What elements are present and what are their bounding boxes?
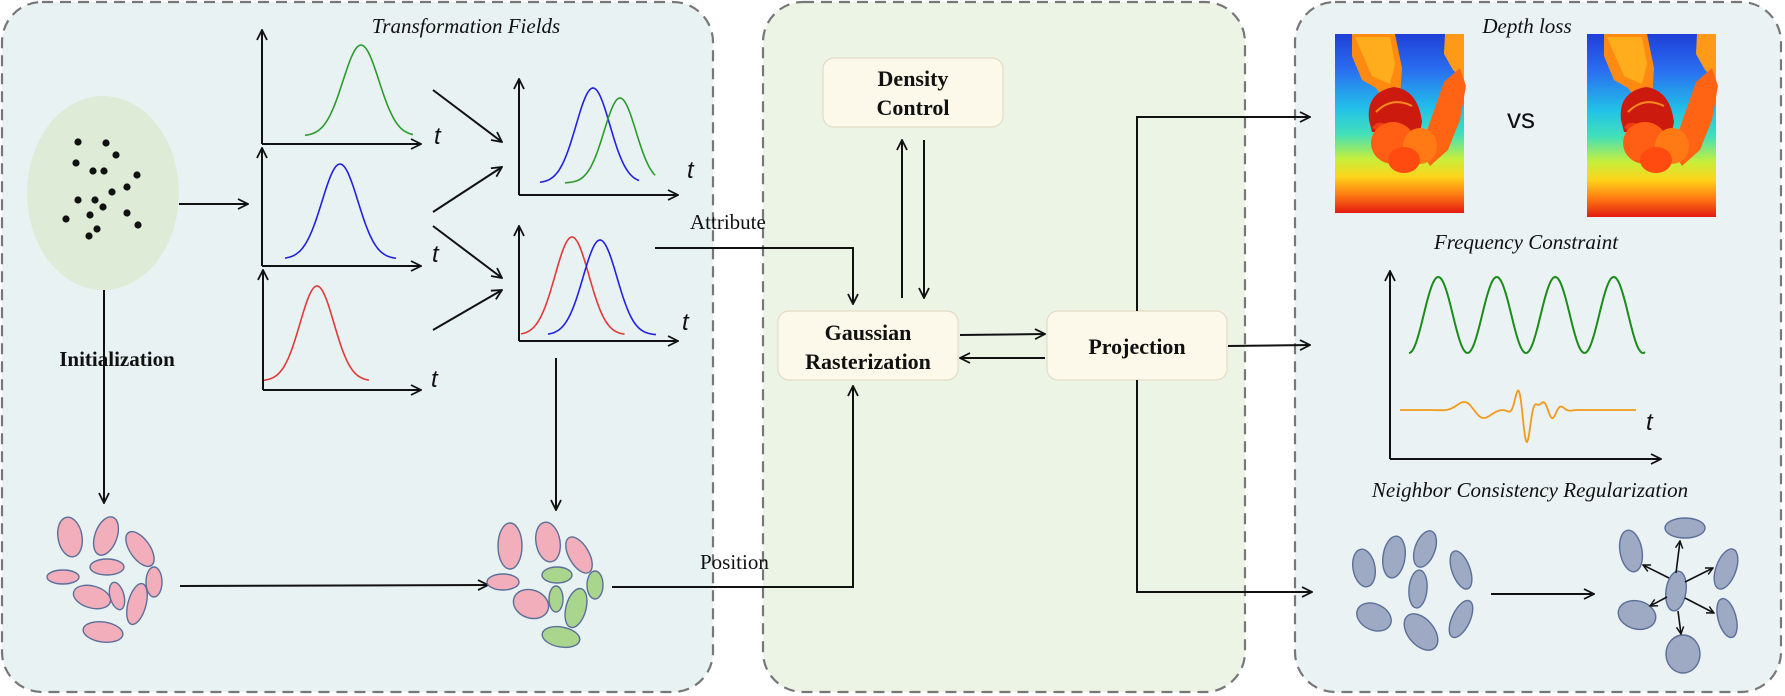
initialization-label: Initialization [59,347,175,371]
frequency-plot: t [1390,271,1661,459]
frequency-constraint-title: Frequency Constraint [1433,230,1619,254]
gaussian-neighbors-before [1351,530,1474,651]
density-control-label-line2: Control [877,95,950,120]
gaussian-neighbors-after [1617,517,1739,674]
arrow-projection-to-frequency [1227,345,1310,346]
projection-box: Projection [1046,310,1228,381]
high-frequency-signal [1408,275,1646,355]
arrow-combine [432,290,502,331]
blue-gaussian-curve [539,87,640,184]
density-control-box: Density Control [822,57,1004,128]
init-point-cloud [27,96,179,290]
axis-t-label: t [687,157,695,184]
middle-panel [761,0,1247,694]
arrow-combine [432,89,502,142]
field-plot-green: t [262,30,442,150]
arrow-deform-gaussians [179,585,488,586]
position-flow-line [612,386,853,588]
attribute-label: Attribute [690,210,766,234]
attribute-flow-line [655,247,853,304]
red-gaussian-curve [263,285,370,382]
gaussian-rasterization-label-line1: Gaussian [825,320,912,345]
gaussian-rasterization-label-line2: Rasterization [805,349,931,374]
blue-gaussian-curve [547,239,657,336]
ground-truth-depth-map [1587,34,1718,217]
axis-t-label: t [1646,409,1654,436]
combined-plot-blue-green: t [519,79,695,195]
gaussian-cluster-deformed [486,521,604,649]
green-gaussian-curve [564,97,656,184]
gaussian-cluster-initial [46,516,163,643]
blue-gaussian-curve [284,163,397,259]
neighbor-consistency-title: Neighbor Consistency Regularization [1371,478,1688,502]
arrow-raster-to-projection [959,334,1045,335]
green-gaussian-curve [304,44,414,137]
depth-loss-title: Depth loss [1481,14,1571,38]
vs-label: vs [1507,103,1535,134]
rendered-depth-map [1335,34,1466,213]
position-label: Position [700,550,769,574]
arrow-combine [432,167,502,213]
combined-plot-red-blue: t [519,226,690,341]
gaussian-rasterization-box: Gaussian Rasterization [777,310,959,381]
axis-t-label: t [434,123,442,150]
field-plot-red: t [263,270,439,393]
arrow-projection-to-neighbor [1136,380,1312,592]
axis-t-label: t [682,309,690,336]
axis-t-label: t [431,366,439,393]
left-panel [0,0,715,694]
transformation-fields-title: Transformation Fields [372,14,560,38]
init-points [62,138,142,240]
arrow-projection-to-depth [1136,117,1310,311]
transient-signal [1400,389,1636,444]
arrow-combine [432,225,502,278]
axis-t-label: t [432,241,440,268]
red-gaussian-curve [520,236,625,335]
projection-label: Projection [1088,334,1185,359]
field-plot-blue: t [262,148,440,268]
density-control-label-line1: Density [878,66,949,91]
